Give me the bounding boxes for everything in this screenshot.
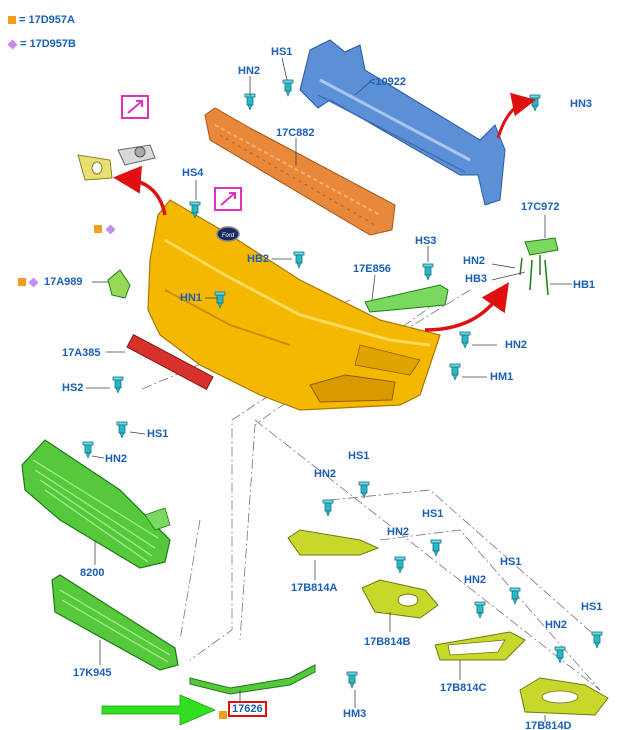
- legend-row-a: = 17D957A: [8, 14, 75, 26]
- ford-oval-emblem-icon: Ford: [216, 226, 240, 242]
- green-pointer-arrow: [101, 694, 217, 726]
- side-strip: [364, 284, 449, 313]
- label-hb1: HB1: [573, 279, 596, 291]
- legend-text-a: = 17D957A: [19, 14, 75, 26]
- sensor-bracket-icon: [77, 144, 156, 181]
- callout-arrow-icon: [121, 95, 242, 211]
- label-17a385: 17A385: [62, 347, 101, 359]
- label-leaders: [86, 57, 572, 722]
- label-hn2-b: HN2: [387, 526, 410, 538]
- svg-text:Ford: Ford: [222, 233, 235, 239]
- label-hn2-left: HN2: [105, 453, 128, 465]
- label-17a989: 17A989: [44, 276, 83, 288]
- bumper-cover: [147, 199, 441, 411]
- label-17c882: 17C882: [276, 127, 315, 139]
- impact-beam: [299, 39, 506, 206]
- label-hm1: HM1: [490, 371, 514, 383]
- label-hm3: HM3: [343, 708, 367, 720]
- fog-bezels: [287, 529, 609, 716]
- red-arrow-top: [496, 92, 536, 139]
- orange-square-marker: [94, 225, 102, 233]
- label-hn3: HN3: [570, 98, 593, 110]
- label-hs1-left: HS1: [147, 428, 169, 440]
- label-17b814c: 17B814C: [440, 682, 487, 694]
- orange-square-marker: [8, 16, 16, 24]
- label-10922: <10922: [369, 76, 407, 88]
- bracket-cluster: [519, 237, 559, 296]
- trim-strip: [189, 664, 316, 695]
- label-17b814d: 17B814D: [525, 720, 572, 730]
- orange-square-marker: [219, 711, 227, 719]
- label-17b814a: 17B814A: [291, 582, 338, 594]
- label-17c972: 17C972: [521, 201, 560, 213]
- red-arrow-left: [113, 165, 167, 216]
- reflector: [126, 334, 214, 390]
- marker-17626: [219, 706, 227, 724]
- purple-diamond-marker: [7, 39, 18, 49]
- label-hn2-c: HN2: [464, 574, 487, 586]
- label-17k945: 17K945: [73, 667, 112, 679]
- lower-grille: [51, 574, 179, 671]
- upper-grille: [21, 439, 171, 569]
- marker-pair-17a989: [18, 277, 39, 287]
- energy-absorber: [204, 107, 396, 236]
- red-arrow-right: [424, 282, 509, 332]
- label-hn2-d: HN2: [545, 619, 568, 631]
- label-17b814b: 17B814B: [364, 636, 411, 648]
- marker-pair-bumper: [94, 220, 116, 238]
- label-hs2: HS2: [62, 382, 84, 394]
- purple-diamond-marker: [106, 224, 116, 235]
- label-hs1-c: HS1: [500, 556, 522, 568]
- label-hs1-a: HS1: [348, 450, 370, 462]
- label-8200: 8200: [80, 567, 105, 579]
- label-hs4: HS4: [182, 167, 204, 179]
- label-hs1-top: HS1: [271, 46, 293, 58]
- label-hb2: HB2: [247, 253, 270, 265]
- legend-row-b: = 17D957B: [7, 38, 76, 50]
- orange-square-marker: [18, 278, 26, 286]
- label-hn2-top: HN2: [238, 65, 261, 77]
- label-hn2-mid: HN2: [505, 339, 528, 351]
- purple-diamond-marker: [28, 277, 39, 287]
- label-17e856: 17E856: [353, 263, 391, 275]
- legend-text-b: = 17D957B: [20, 38, 76, 50]
- side-bracket: [107, 269, 131, 299]
- label-17626-highlighted: 17626: [228, 701, 267, 717]
- label-hn2-a: HN2: [314, 468, 337, 480]
- label-hb3: HB3: [465, 273, 488, 285]
- label-hs1-b: HS1: [422, 508, 444, 520]
- label-hs3: HS3: [415, 235, 437, 247]
- label-hn1: HN1: [180, 292, 203, 304]
- label-hn2-right: HN2: [463, 255, 486, 267]
- label-hs1-d: HS1: [581, 601, 603, 613]
